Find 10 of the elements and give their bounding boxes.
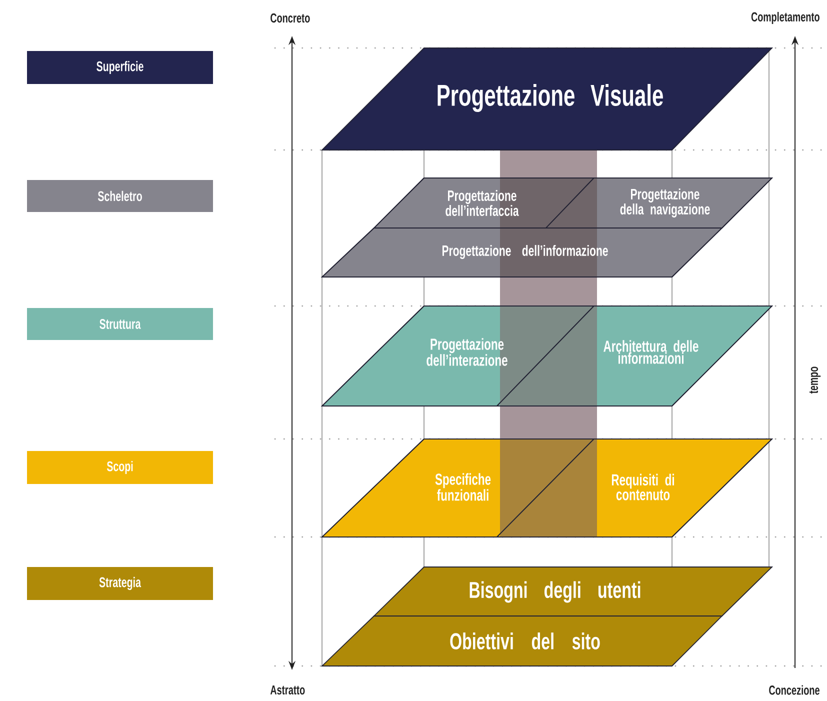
- layer-label: Struttura: [27, 308, 213, 340]
- layer-label: Superficie: [27, 51, 213, 84]
- axis-label: Completamento: [751, 12, 820, 24]
- layer-label: Scheletro: [27, 180, 213, 212]
- axis-label: tempo: [809, 366, 821, 394]
- axis-label: Astratto: [270, 685, 305, 695]
- layer-label: Scopi: [27, 451, 213, 484]
- axis-label: Concezione: [769, 685, 820, 695]
- axis-label: Concreto: [270, 13, 310, 23]
- layer-label: Strategia: [27, 567, 213, 600]
